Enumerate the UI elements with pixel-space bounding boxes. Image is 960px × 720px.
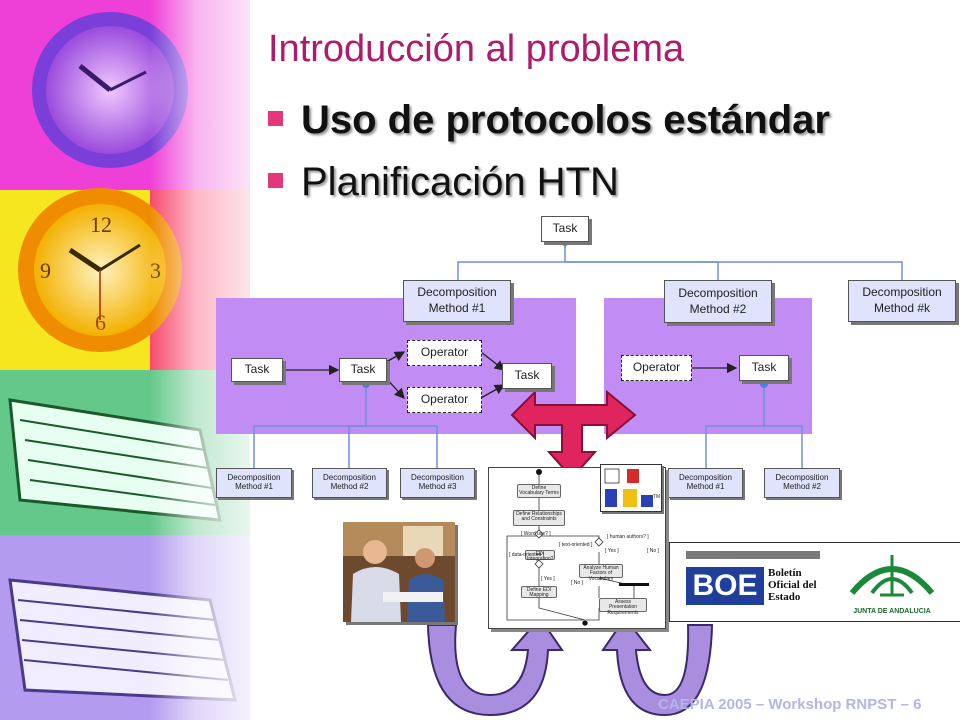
boe-caption-line: Estado: [768, 591, 801, 604]
sub-method-node: Decomposition Method #1: [216, 468, 292, 498]
activity-label: [ data-oriented ]: [509, 552, 545, 558]
svg-text:12: 12: [90, 212, 112, 237]
logo-bar: [686, 551, 820, 559]
bullet-text: Planificación HTN: [301, 160, 619, 204]
svg-text:9: 9: [40, 258, 51, 283]
junta-andalucia-logo-icon: JUNTA DE ANDALUCIA: [842, 551, 942, 615]
activity-node: Assess Presentation Requirements: [599, 598, 647, 615]
boe-logo-icon: BOE: [686, 567, 764, 605]
activity-label: [ Yes ]: [605, 548, 619, 554]
svg-text:6: 6: [95, 310, 106, 335]
boe-caption-line: Boletín: [768, 567, 802, 579]
uml-logo-icon: [600, 464, 662, 512]
clock-icon: [32, 12, 188, 168]
boe-logo-caption: Boletín Oficial del Estado: [768, 567, 817, 603]
junta-emblem: [849, 555, 935, 597]
activity-diagram-lines: [506, 469, 649, 627]
bullet-item: Planificación HTN: [268, 160, 619, 205]
task-node: Task: [502, 363, 552, 389]
activity-label: [ No ]: [571, 580, 583, 586]
operator-node: Operator: [621, 355, 692, 381]
bullet-text: Uso de protocolos estándar: [301, 98, 830, 142]
activity-node: Define Vocabulary Terms: [517, 484, 561, 498]
task-node: Task: [231, 358, 283, 382]
method-node-2: Decomposition Method #2: [664, 280, 772, 323]
task-node: Task: [339, 358, 387, 382]
activity-label: [ Word use? ]: [521, 531, 551, 537]
boe-logo-text: BOE: [692, 569, 758, 602]
junta-logo-text: JUNTA DE ANDALUCIA: [853, 608, 931, 615]
activity-label: [ Yes ]: [541, 576, 555, 582]
bullet-marker: [268, 110, 283, 126]
uml-logo-graphic: [604, 468, 653, 507]
slide-footer: CAEPIA 2005 – Workshop RNPST – 6: [658, 696, 922, 713]
boe-caption-line: Oficial del: [768, 579, 817, 592]
photo-graphic: [343, 522, 455, 622]
clock-icon: 12 3 6 9: [18, 188, 182, 352]
method-node-1: Decomposition Method #1: [403, 280, 511, 322]
sub-method-node: Decomposition Method #3: [400, 468, 475, 498]
arc-arrow-icon: [426, 616, 714, 717]
operator-node: Operator: [407, 387, 482, 413]
logos-panel: BOE Boletín Oficial del Estado JUNTA DE …: [669, 542, 960, 622]
pink-arrow-icon: [510, 389, 637, 480]
slide-title: Introducción al problema: [268, 28, 685, 70]
sub-method-node: Decomposition Method #1: [668, 468, 743, 498]
uml-tm-label: TM: [653, 494, 661, 500]
activity-node: Define Relationships and Constraints: [513, 510, 565, 526]
photo-people-icon: [343, 522, 455, 622]
bullet-marker: [268, 172, 283, 188]
activity-label: [ human authors? ]: [607, 534, 649, 540]
activity-node: Analyze Human Factors of Vocabulary: [579, 564, 623, 581]
root-task-node: Task: [541, 216, 589, 242]
method-node-k: Decomposition Method #k: [848, 280, 956, 322]
activity-label: [ text-oriented ]: [559, 542, 593, 548]
activity-node: EDI Integration?: [525, 550, 555, 563]
activity-label: [ No ]: [647, 548, 659, 554]
bullet-item: Uso de protocolos estándar: [268, 98, 830, 143]
activity-node: Define EDI Mapping: [521, 586, 557, 598]
sub-method-node: Decomposition Method #2: [312, 468, 387, 498]
sub-method-node: Decomposition Method #2: [764, 468, 840, 498]
task-node: Task: [739, 355, 789, 381]
operator-node: Operator: [407, 340, 482, 366]
